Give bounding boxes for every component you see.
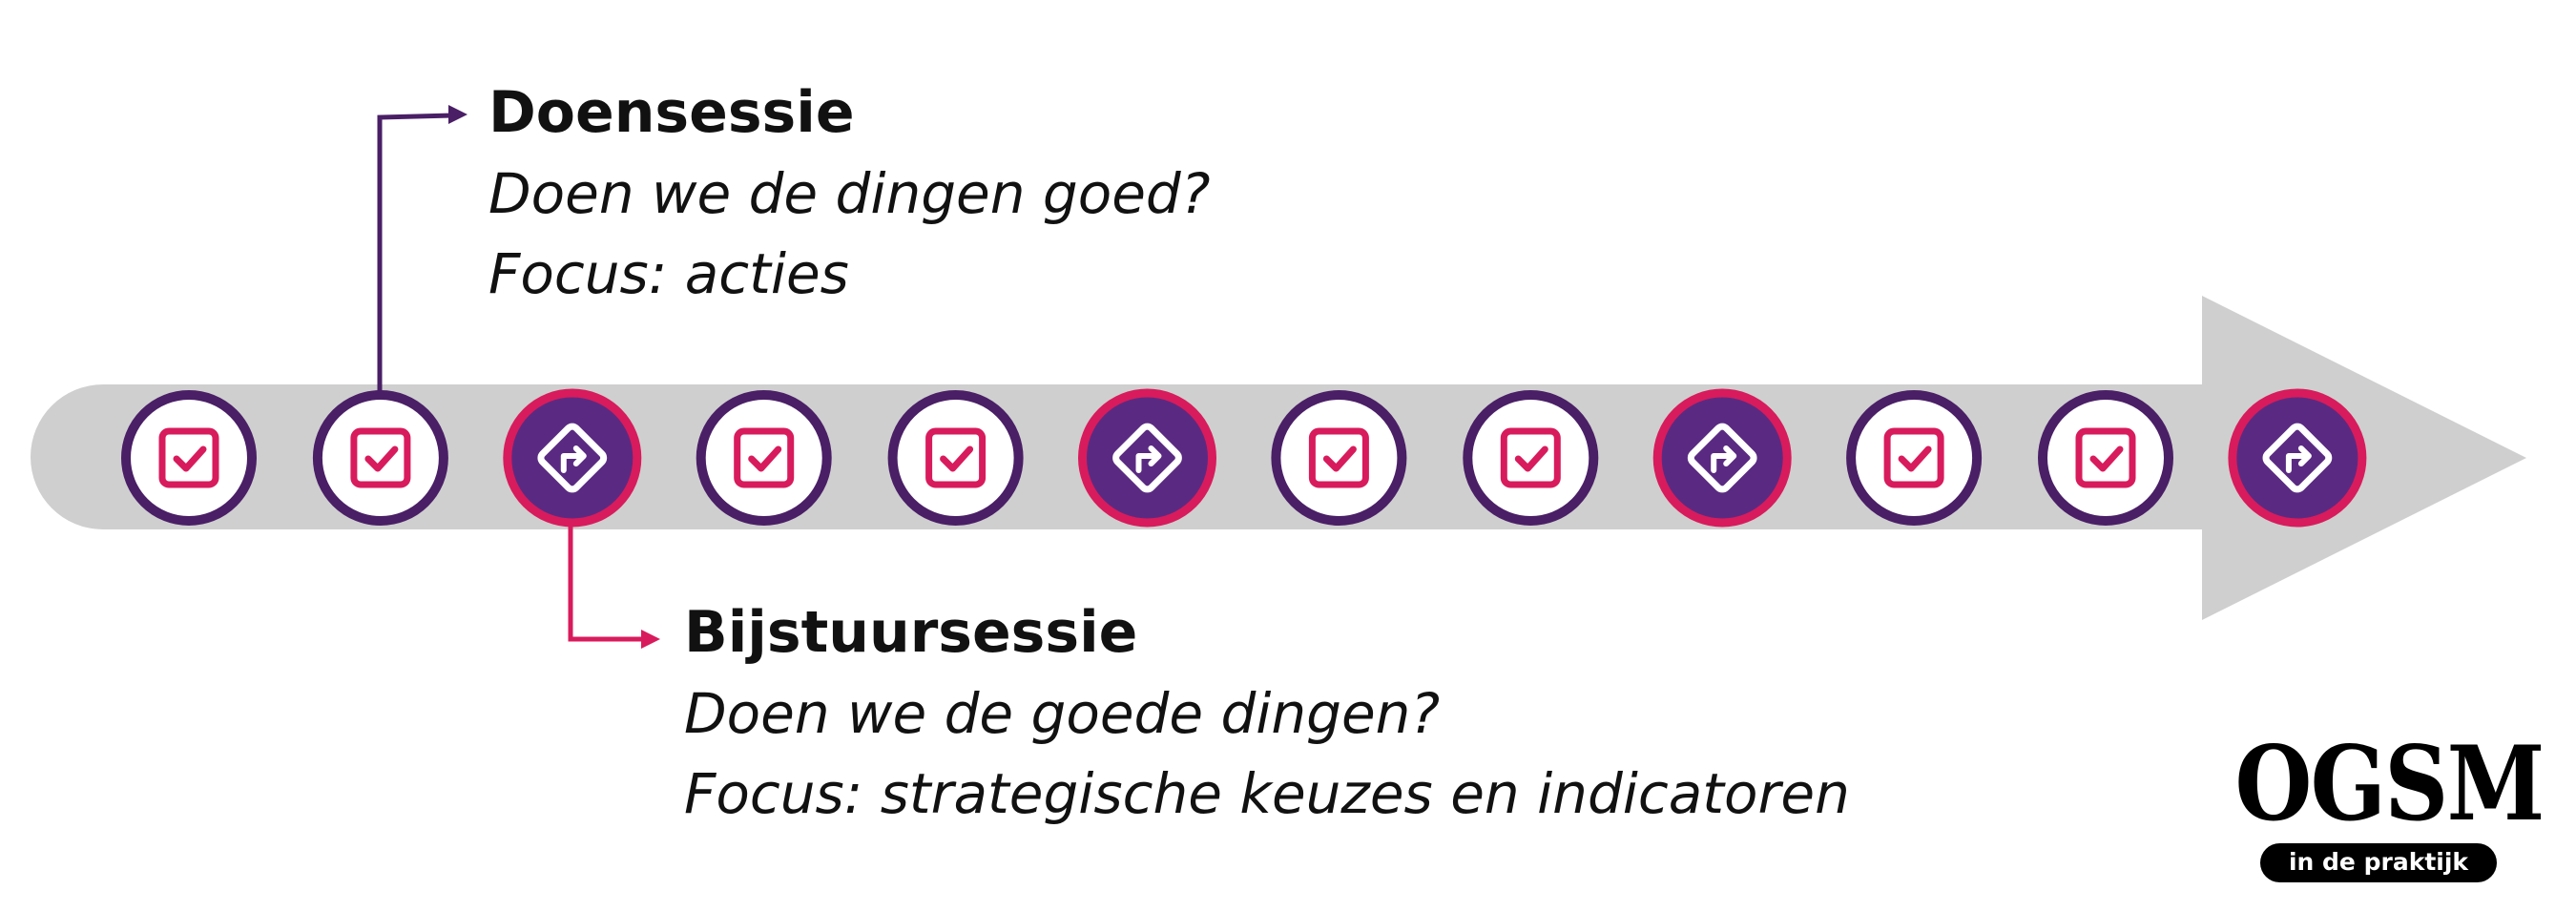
checkbox-check-icon [1883, 427, 1944, 488]
checkbox-check-icon [350, 427, 411, 488]
bijstuursessie-connector [568, 525, 647, 642]
turn-right-sign-icon [1687, 423, 1757, 493]
session-node-2 [312, 390, 448, 526]
ogsm-logo: OGSM in de praktijk [2212, 733, 2545, 882]
turn-right-sign-icon [537, 423, 608, 493]
checkbox-check-icon [925, 427, 987, 488]
session-node-3 [503, 388, 642, 528]
checkbox-check-icon [1500, 427, 1561, 488]
bijstuursessie-title: Bijstuursessie [684, 599, 1138, 666]
session-node-9 [1652, 388, 1792, 528]
logo-name: OGSM [2234, 724, 2545, 844]
bijstuursessie-question: Doen we de goede dingen? [684, 681, 1441, 746]
doensessie-connector [377, 113, 453, 391]
session-node-12 [2228, 388, 2367, 528]
session-node-6 [1078, 388, 1216, 528]
session-node-11 [2038, 390, 2173, 526]
session-node-7 [1271, 390, 1407, 526]
session-node-4 [696, 390, 832, 526]
doensessie-question: Doen we de dingen goed? [488, 161, 1211, 226]
bijstuursessie-connector-arrowhead [641, 630, 660, 649]
checkbox-check-icon [734, 427, 795, 488]
checkbox-check-icon [1308, 427, 1369, 488]
doensessie-focus: Focus: acties [488, 241, 849, 306]
session-nodes [121, 388, 2367, 528]
checkbox-check-icon [2075, 427, 2136, 488]
session-node-10 [1846, 390, 1983, 526]
bijstuursessie-label: Bijstuursessie Doen we de goede dingen? … [684, 604, 1850, 821]
turn-right-sign-icon [1112, 423, 1182, 493]
doensessie-label: Doensessie Doen we de dingen goed? Focus… [488, 84, 1211, 301]
logo-tagline: in de praktijk [2259, 843, 2498, 882]
session-node-5 [887, 390, 1024, 526]
turn-right-sign-icon [2262, 423, 2333, 493]
doensessie-connector-arrowhead [448, 105, 467, 124]
session-node-8 [1463, 390, 1599, 526]
session-node-1 [121, 390, 257, 526]
checkbox-check-icon [158, 427, 219, 488]
bijstuursessie-focus: Focus: strategische keuzes en indicatore… [684, 761, 1850, 826]
doensessie-title: Doensessie [488, 79, 855, 146]
